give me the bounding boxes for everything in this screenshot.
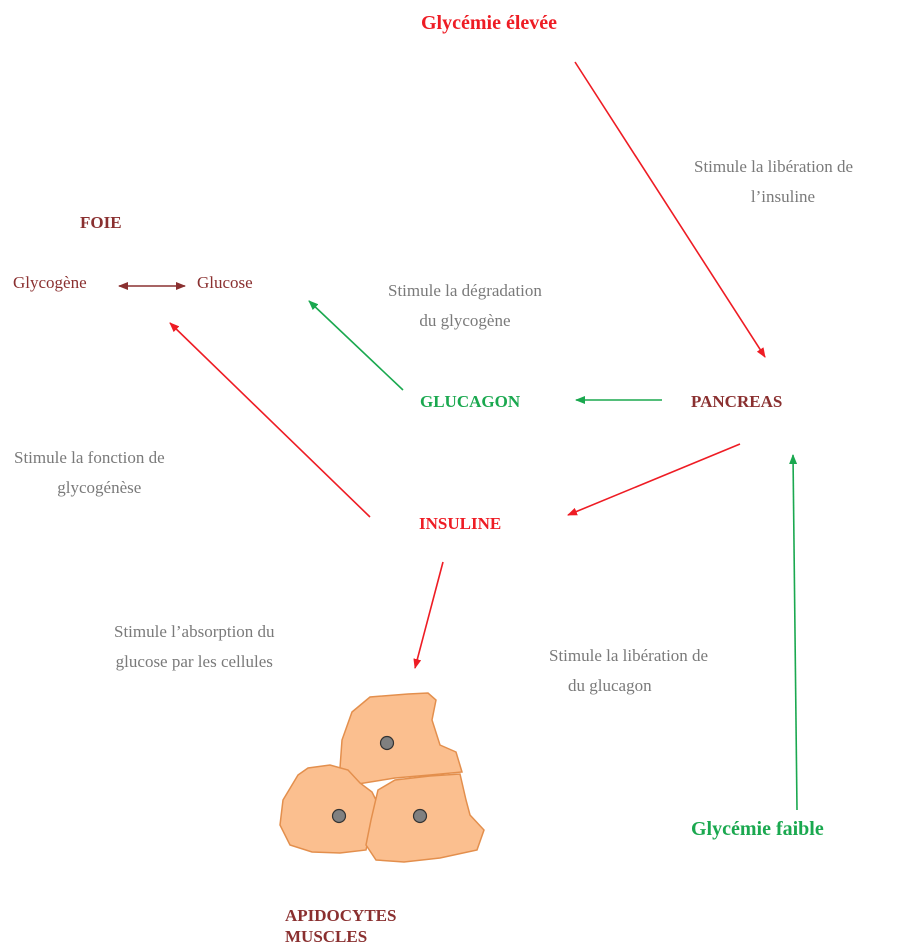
glycemie-elevee-label: Glycémie élevée [421, 12, 558, 34]
arrow-glycemie-elevee-to-pancreas [574, 61, 766, 358]
note-liberation-glucagon: Stimule la libération de du glucagon [549, 641, 708, 701]
nucleus-top [379, 735, 395, 751]
cell-top [339, 692, 463, 785]
note-glycogenese: Stimule la fonction de glycogénèse [14, 443, 165, 503]
note-liberation-insuline: Stimule la libération de l’insuline [694, 152, 853, 212]
note-glycogenese-line2: glycogénèse [57, 478, 142, 497]
note-liberation-glucagon-line1: Stimule la libération de [549, 646, 709, 665]
arrow-glycemie-faible-to-pancreas [789, 454, 798, 811]
note-liberation-insuline-line2: l’insuline [750, 187, 816, 206]
note-absorption: Stimule l’absorption du glucose par les … [114, 617, 275, 677]
glucose-label: Glucose [197, 273, 253, 292]
note-absorption-line1: Stimule l’absorption du [114, 622, 275, 641]
note-degradation-line1: Stimule la dégradation [388, 281, 542, 300]
insuline-label: INSULINE [419, 514, 502, 533]
apidocytes-label: APIDOCYTES [285, 906, 397, 925]
cells-illustration [279, 692, 485, 863]
note-liberation-glucagon-line2: du glucagon [568, 676, 652, 695]
glucagon-label: GLUCAGON [420, 392, 521, 411]
pancreas-label: PANCREAS [691, 392, 783, 411]
note-degradation: Stimule la dégradation du glycogène [388, 276, 542, 336]
arrow-pancreas-to-insuline [567, 443, 741, 516]
note-liberation-insuline-line1: Stimule la libération de [694, 157, 854, 176]
glycemie-faible-label: Glycémie faible [691, 818, 824, 840]
arrow-insuline-to-foie [169, 322, 371, 518]
nucleus-right [412, 808, 428, 824]
nucleus-left [331, 808, 347, 824]
glycogene-label: Glycogène [13, 273, 87, 292]
arrow-insuline-to-cells [413, 561, 444, 669]
note-absorption-line2: glucose par les cellules [115, 652, 273, 671]
note-glycogenese-line1: Stimule la fonction de [14, 448, 165, 467]
note-degradation-line2: du glycogène [419, 311, 511, 330]
arrow-glucagon-to-glucose [308, 300, 404, 391]
foie-label: FOIE [80, 213, 122, 232]
muscles-label: MUSCLES [285, 927, 368, 946]
